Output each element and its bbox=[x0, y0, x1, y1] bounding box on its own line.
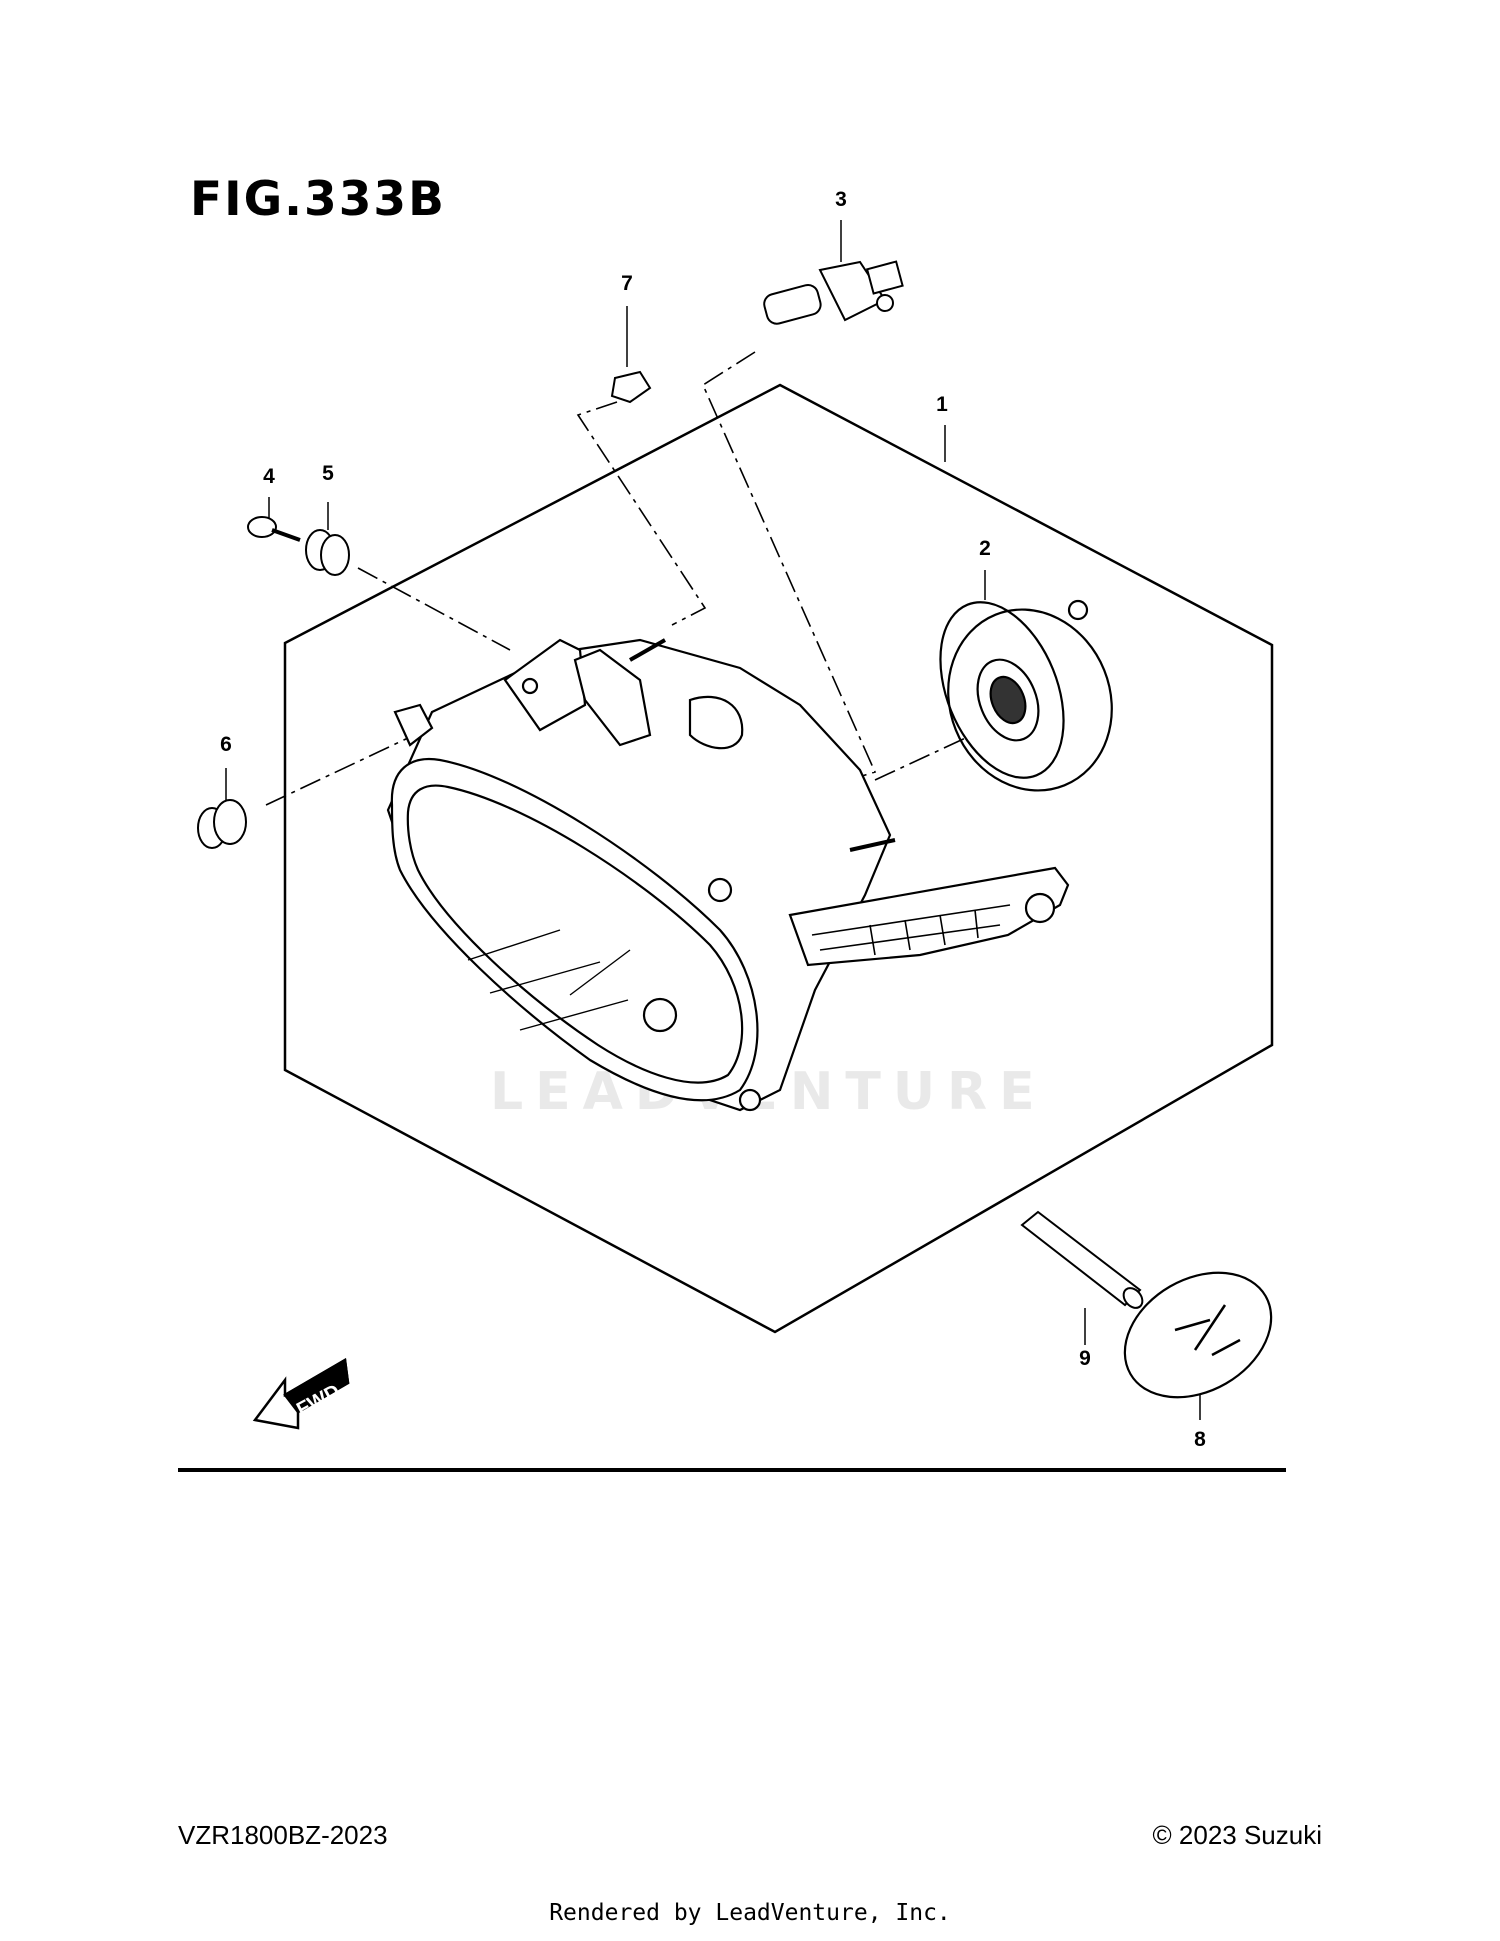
callout-2: 2 bbox=[979, 537, 991, 560]
callout-3: 3 bbox=[835, 188, 847, 211]
callout-9: 9 bbox=[1079, 1347, 1091, 1370]
forward-arrow bbox=[252, 1357, 350, 1430]
part-2-bulb-cover bbox=[939, 599, 1113, 792]
figure-title: FIG.333B bbox=[190, 172, 446, 227]
callout-5: 5 bbox=[322, 462, 334, 485]
leader-lines bbox=[225, 220, 1201, 1420]
part-3-bulb bbox=[763, 260, 904, 325]
assembly-boundary bbox=[283, 383, 1274, 1334]
callout-7: 7 bbox=[621, 272, 633, 295]
part-6-grommet bbox=[197, 799, 247, 849]
separator-rule bbox=[178, 1468, 1286, 1472]
part-4-screw bbox=[247, 516, 301, 542]
callout-4: 4 bbox=[263, 465, 275, 488]
part-8-cap bbox=[1123, 1271, 1273, 1399]
model-code: VZR1800BZ-2023 bbox=[178, 1820, 388, 1850]
part-9-pin bbox=[1020, 1210, 1144, 1309]
rendered-by-credit: Rendered by LeadVenture, Inc. bbox=[549, 1900, 951, 1926]
callout-1: 1 bbox=[936, 393, 948, 416]
part-7-nut bbox=[610, 370, 652, 404]
headlight-assembly bbox=[386, 638, 1070, 1112]
callout-8: 8 bbox=[1194, 1428, 1206, 1451]
callout-6: 6 bbox=[220, 733, 232, 756]
copyright-notice: © 2023 Suzuki bbox=[1152, 1820, 1322, 1850]
part-5-grommet bbox=[305, 529, 350, 576]
